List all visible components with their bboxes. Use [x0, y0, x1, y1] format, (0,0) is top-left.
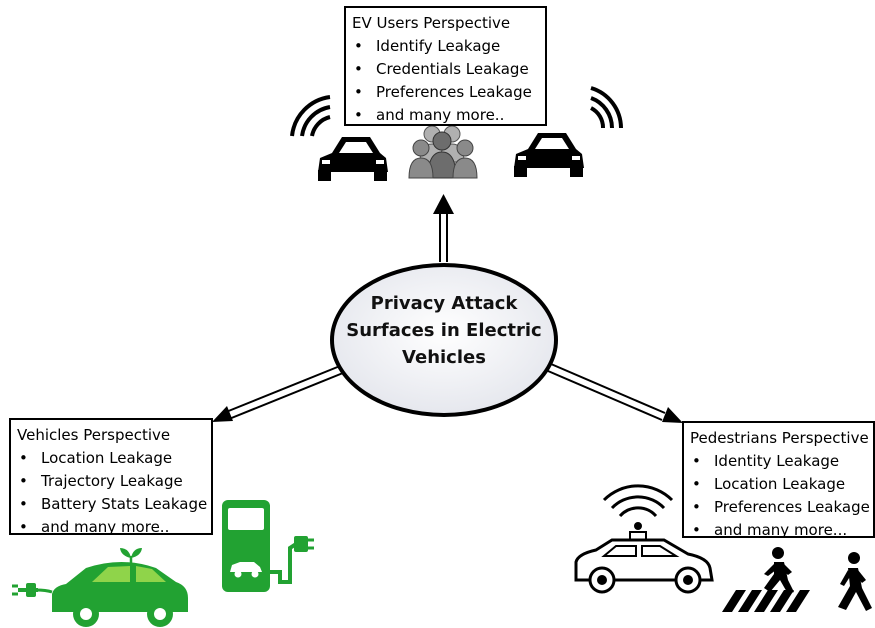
people-group-icon — [408, 125, 478, 179]
list-item: Credentials Leakage — [352, 58, 545, 81]
list-item: and many more... — [690, 519, 873, 542]
list-item: and many more.. — [17, 516, 211, 539]
pedestrians-list: Identity Leakage Location Leakage Prefer… — [690, 450, 873, 542]
ev-users-perspective-box: EV Users Perspective Identify Leakage Cr… — [344, 6, 547, 127]
pedestrians-perspective-box: Pedestrians Perspective Identity Leakage… — [682, 421, 875, 542]
list-item: Identify Leakage — [352, 35, 545, 58]
charging-station-icon — [222, 500, 314, 592]
list-item: Identity Leakage — [690, 450, 873, 473]
center-ellipse — [330, 263, 558, 417]
list-item: Preferences Leakage — [690, 496, 873, 519]
center-title: Privacy Attack Surfaces in Electric Vehi… — [346, 293, 542, 368]
ev-users-title: EV Users Perspective — [352, 14, 511, 32]
vehicles-title: Vehicles Perspective — [17, 426, 171, 444]
vehicles-perspective-box: Vehicles Perspective Location Leakage Tr… — [9, 418, 213, 539]
connected-car-icon — [514, 86, 623, 177]
pedestrians-title: Pedestrians Perspective — [690, 429, 869, 447]
autonomous-car-icon — [574, 484, 714, 594]
list-item: and many more.. — [352, 104, 545, 127]
list-item: Battery Stats Leakage — [17, 493, 211, 516]
arrow-to-ev-users — [433, 194, 454, 262]
list-item: Trajectory Leakage — [17, 470, 211, 493]
arrow-to-pedestrians — [547, 363, 683, 423]
list-item: Location Leakage — [690, 473, 873, 496]
walking-person-icon — [838, 552, 872, 611]
crosswalk-pedestrian-icon — [722, 547, 810, 612]
connected-car-icon — [290, 95, 388, 181]
list-item: Preferences Leakage — [352, 81, 545, 104]
green-ev-icon — [12, 548, 188, 627]
ev-users-list: Identify Leakage Credentials Leakage Pre… — [352, 35, 545, 127]
arrow-to-vehicles — [212, 365, 344, 422]
vehicles-list: Location Leakage Trajectory Leakage Batt… — [17, 447, 211, 539]
list-item: Location Leakage — [17, 447, 211, 470]
